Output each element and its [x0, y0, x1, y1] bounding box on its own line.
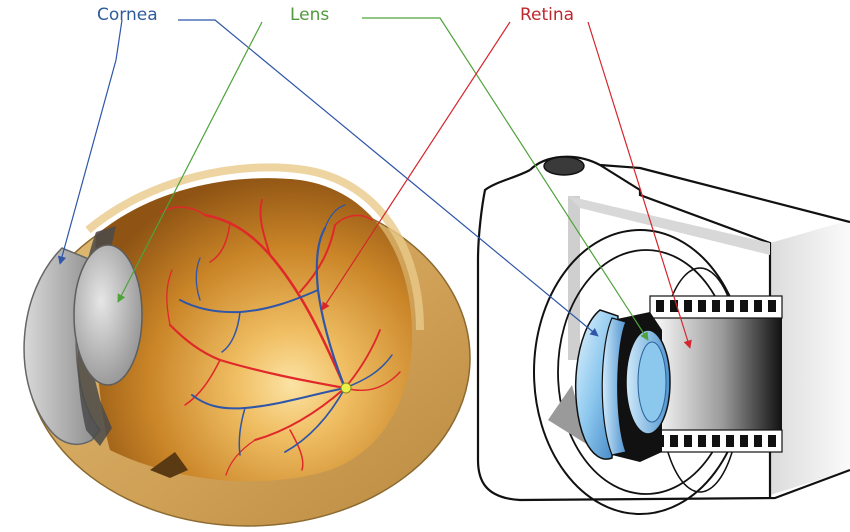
cornea-label: Cornea: [97, 4, 158, 26]
eye-cross-section: [24, 167, 470, 526]
eye-vitreous-chamber: [95, 178, 413, 481]
lens-label: Lens: [290, 4, 329, 26]
retina-arrow-to-camera: [588, 22, 690, 348]
camera-inner-lens-core: [638, 342, 666, 422]
retina-label: Retina: [520, 4, 574, 26]
eye-lens-shape: [74, 245, 142, 385]
camera-viewfinder: [544, 157, 584, 175]
optic-disc: [341, 383, 351, 393]
camera-inner-wall: [568, 196, 580, 360]
camera: [478, 157, 850, 514]
